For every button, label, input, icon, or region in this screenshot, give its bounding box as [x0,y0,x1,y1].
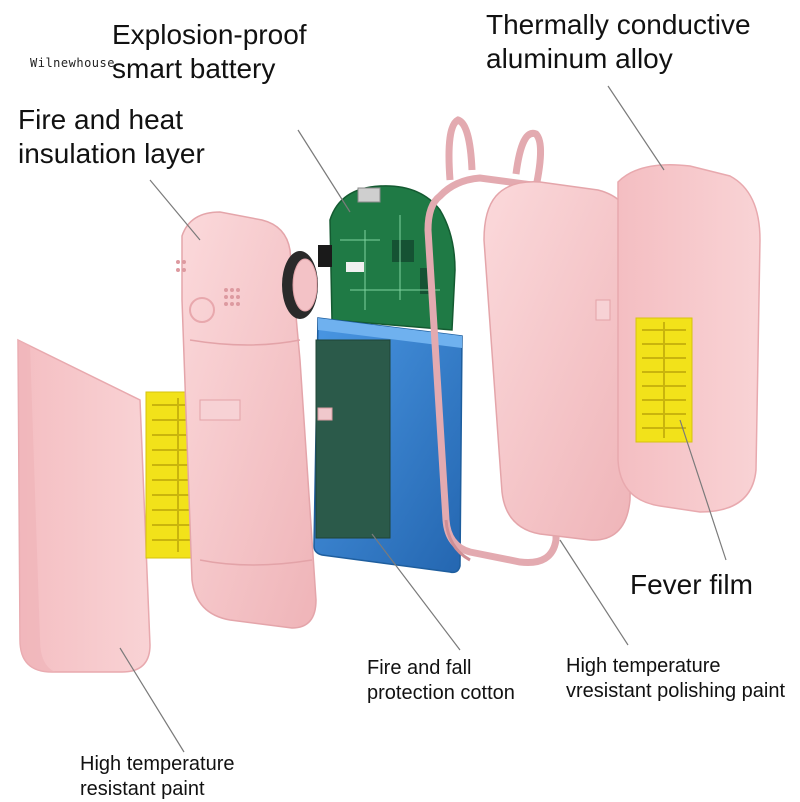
right-inner-housing [483,181,637,541]
watermark: Wilnewhouse [30,56,115,70]
left-outer-shell [17,338,151,673]
leader-line-resistant-paint [119,647,185,753]
aluminum-alloy-frame [424,116,564,567]
protection-cotton [315,339,391,539]
label-fever-film: Fever film [630,569,753,600]
leader-line-battery [297,129,351,213]
leader-line-insulation [149,179,201,241]
leader-line-cotton [371,533,461,651]
leader-line-aluminum [607,85,665,171]
battery-fastener [317,407,333,421]
leader-line-fever-film [679,419,727,561]
left-inner-housing [176,211,317,629]
fan-component [282,251,318,319]
leader-line-polishing [559,539,629,646]
leader-lines [119,85,727,753]
right-heater-film [635,317,693,443]
